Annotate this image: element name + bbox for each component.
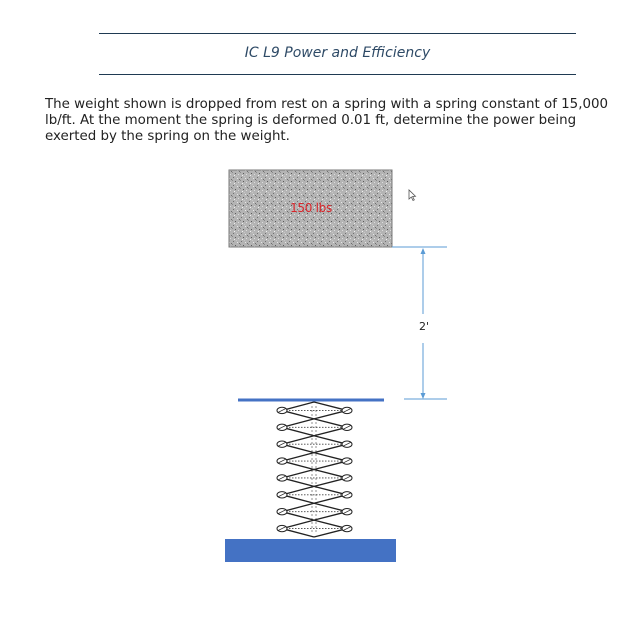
spring: [276, 401, 353, 538]
weight-block: [228, 169, 393, 248]
drop-height-dimension: [392, 246, 447, 400]
page-title: IC L9 Power and Efficiency: [244, 45, 431, 61]
drop-height-label: 2': [418, 320, 430, 333]
header-top-rule: [99, 33, 576, 34]
mouse-cursor-icon: [408, 189, 417, 202]
problem-statement: The weight shown is dropped from rest on…: [45, 97, 609, 144]
weight-label: 150 lbs: [290, 201, 332, 215]
header-bottom-rule: [99, 74, 576, 75]
base-plate: [225, 539, 396, 562]
